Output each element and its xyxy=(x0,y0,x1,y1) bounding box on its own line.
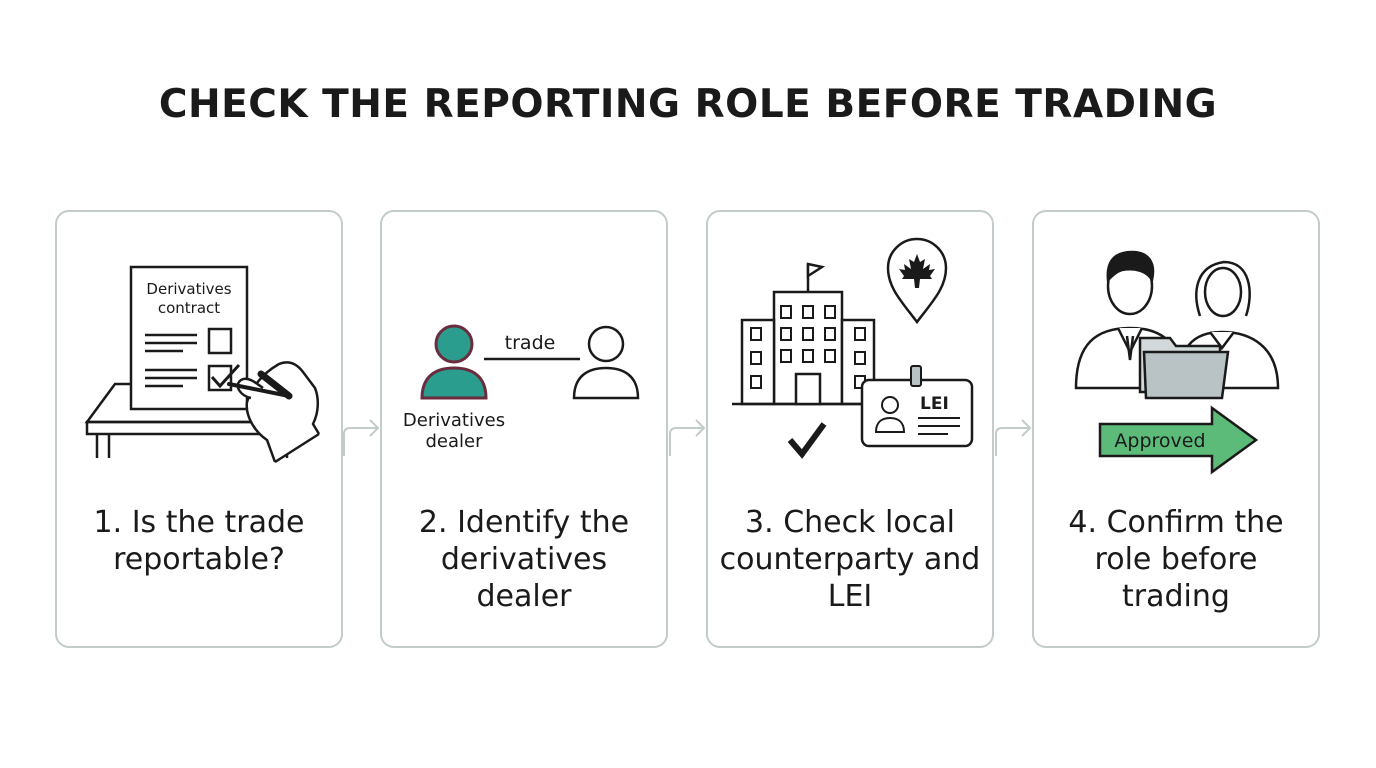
contract-document-icon: Derivatives contract xyxy=(129,265,249,411)
connector-arrow-2-icon xyxy=(669,419,706,456)
dealer-label-line2: dealer xyxy=(425,431,483,452)
dealer-person-icon xyxy=(420,324,488,400)
approved-label: Approved xyxy=(1114,430,1205,452)
connector-arrow-3-icon xyxy=(995,419,1032,456)
step-4-illustration: Approved xyxy=(1074,250,1280,475)
step-3-illustration: LEI xyxy=(732,237,974,459)
trade-label: trade xyxy=(505,332,556,354)
step-card-3: LEI 3. Check local counterparty and LEI xyxy=(706,210,994,648)
step-1-caption: 1. Is the trade reportable? xyxy=(93,505,305,577)
lei-badge-label: LEI xyxy=(920,394,949,414)
counterparty-person-icon xyxy=(572,325,640,400)
signing-hand-icon xyxy=(227,361,321,464)
building-icon xyxy=(732,262,884,406)
step-card-4: Approved 4. Confirm the role before trad… xyxy=(1032,210,1320,648)
checkmark-icon xyxy=(787,422,827,459)
lei-badge-icon: LEI xyxy=(860,365,974,448)
step-3-caption: 3. Check local counterparty and LEI xyxy=(719,505,981,614)
dealer-label-line1: Derivatives xyxy=(403,410,505,431)
doc-label-line1: Derivatives xyxy=(146,280,231,298)
page-title: CHECK THE REPORTING ROLE BEFORE TRADING xyxy=(158,82,1218,127)
doc-label-line2: contract xyxy=(158,299,220,317)
connector-arrow-1-icon xyxy=(343,419,380,456)
folder-icon xyxy=(1138,336,1230,400)
step-card-2: trade Derivatives dealer 2. Identify the… xyxy=(380,210,668,648)
approved-arrow-icon: Approved xyxy=(1098,405,1259,475)
step-4-caption: 4. Confirm the role before trading xyxy=(1068,505,1284,614)
step-2-illustration: trade Derivatives dealer xyxy=(403,324,640,452)
step-2-caption: 2. Identify the derivatives dealer xyxy=(418,505,630,614)
maple-leaf-pin-icon xyxy=(886,237,948,325)
step-1-illustration: Derivatives contract xyxy=(84,265,321,464)
step-card-1: Derivatives contract 1. Is the trade rep… xyxy=(55,210,343,648)
